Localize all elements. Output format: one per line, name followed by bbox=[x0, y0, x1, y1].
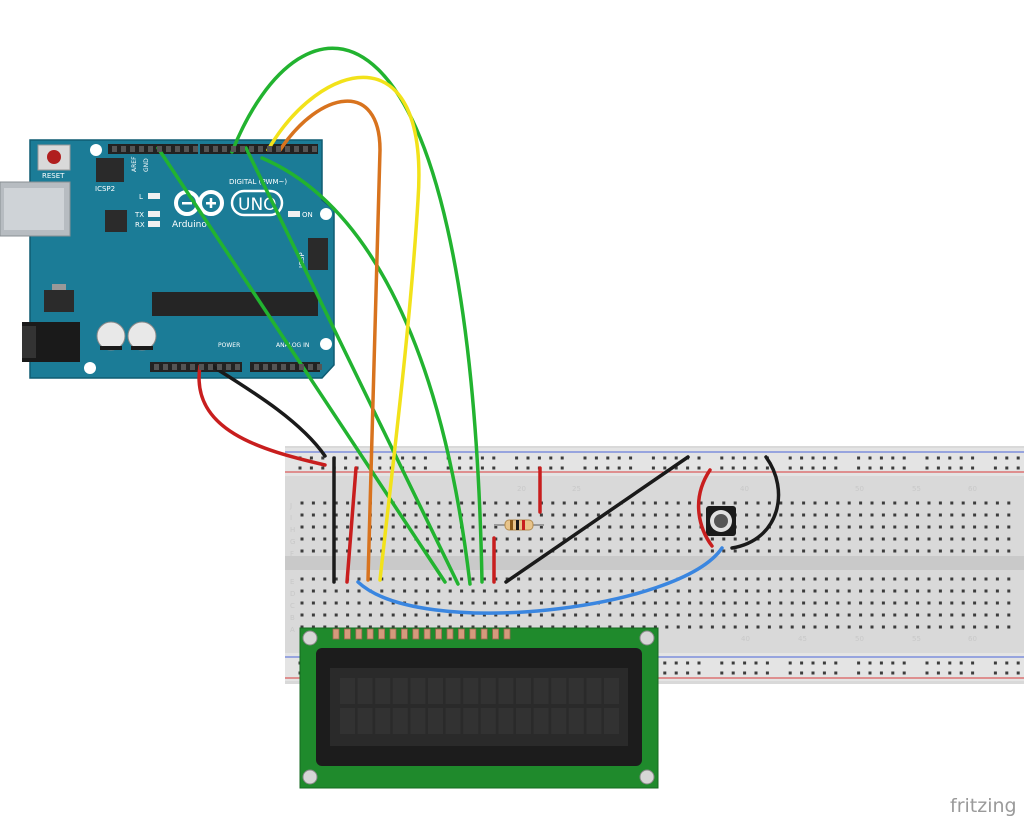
svg-text:POWER: POWER bbox=[218, 342, 240, 349]
svg-text:J: J bbox=[289, 502, 292, 510]
power-header bbox=[150, 362, 242, 372]
svg-text:20: 20 bbox=[517, 485, 526, 493]
svg-text:E: E bbox=[290, 578, 294, 586]
svg-text:F: F bbox=[290, 550, 294, 558]
lcd-screw-tr bbox=[639, 630, 655, 646]
small-chip bbox=[105, 210, 127, 232]
svg-text:A: A bbox=[290, 626, 295, 634]
arduino-logo: UNO Arduino bbox=[172, 189, 284, 230]
svg-text:DIGITAL (PWM~): DIGITAL (PWM~) bbox=[229, 178, 287, 186]
svg-text:55: 55 bbox=[912, 485, 921, 493]
svg-text:45: 45 bbox=[798, 635, 807, 643]
lcd-character-cells bbox=[340, 678, 619, 734]
wire-d4-green bbox=[230, 46, 484, 584]
svg-text:40: 40 bbox=[740, 485, 749, 493]
icsp-header bbox=[308, 238, 328, 270]
svg-text:L: L bbox=[139, 193, 143, 201]
wire-5v-red bbox=[197, 364, 327, 467]
svg-text:D: D bbox=[290, 590, 295, 598]
fritzing-logo: fritzing bbox=[950, 795, 1017, 817]
resistor bbox=[494, 519, 544, 531]
svg-text:ANALOG IN: ANALOG IN bbox=[276, 342, 309, 349]
wire-pot-black bbox=[730, 455, 781, 550]
svg-text:UNO: UNO bbox=[238, 195, 277, 215]
wire-rail-red-left bbox=[345, 466, 358, 584]
svg-text:GND: GND bbox=[143, 158, 150, 172]
icsp2-header bbox=[96, 158, 124, 182]
svg-text:50: 50 bbox=[855, 635, 864, 643]
wire-d2-orange bbox=[278, 99, 382, 582]
breadboard-column-numbers: 20 25 40 50 55 60 40 45 50 55 60 bbox=[517, 485, 977, 643]
svg-text:50: 50 bbox=[855, 485, 864, 493]
breadboard-row-letters: J I H G F E D C B A bbox=[289, 502, 295, 634]
header-sockets bbox=[112, 146, 322, 370]
svg-text:RESET: RESET bbox=[42, 172, 65, 180]
wire-d5-green bbox=[260, 156, 472, 586]
svg-text:60: 60 bbox=[968, 635, 977, 643]
wire-pot-red bbox=[696, 468, 714, 548]
lcd-screw-bl bbox=[302, 769, 318, 785]
svg-text:RX: RX bbox=[135, 221, 145, 229]
wire-d3-yellow bbox=[266, 75, 421, 582]
lcd-pin-header bbox=[332, 628, 511, 640]
lcd-16x2-display bbox=[299, 627, 659, 789]
lcd-screw-br bbox=[639, 769, 655, 785]
wire-black-diagonal bbox=[504, 455, 690, 584]
wire-gnd-black bbox=[210, 364, 327, 458]
svg-text:Arduino: Arduino bbox=[172, 220, 207, 230]
svg-text:B: B bbox=[290, 614, 295, 622]
svg-text:AREF: AREF bbox=[131, 156, 138, 172]
atmega-chip bbox=[152, 292, 318, 316]
svg-text:40: 40 bbox=[741, 635, 750, 643]
svg-text:C: C bbox=[290, 602, 295, 610]
capacitor-2 bbox=[127, 321, 157, 351]
voltage-regulator bbox=[44, 290, 74, 312]
lcd-screw-tl bbox=[302, 630, 318, 646]
potentiometer bbox=[706, 506, 736, 536]
svg-text:ON: ON bbox=[302, 211, 313, 219]
svg-text:H: H bbox=[290, 526, 295, 534]
svg-text:G: G bbox=[290, 538, 295, 546]
svg-text:TX: TX bbox=[134, 211, 144, 219]
arduino-uno-board: RESET ICSP2 AREF GND DIGITAL (PWM~) L TX… bbox=[0, 139, 335, 379]
svg-text:60: 60 bbox=[968, 485, 977, 493]
capacitor-1 bbox=[96, 321, 126, 351]
svg-text:ICSP2: ICSP2 bbox=[95, 185, 115, 193]
svg-text:I: I bbox=[290, 514, 292, 522]
wire-d11-green bbox=[244, 146, 460, 586]
svg-text:55: 55 bbox=[912, 635, 921, 643]
svg-text:25: 25 bbox=[572, 485, 581, 493]
wire-contrast-blue bbox=[356, 546, 724, 615]
